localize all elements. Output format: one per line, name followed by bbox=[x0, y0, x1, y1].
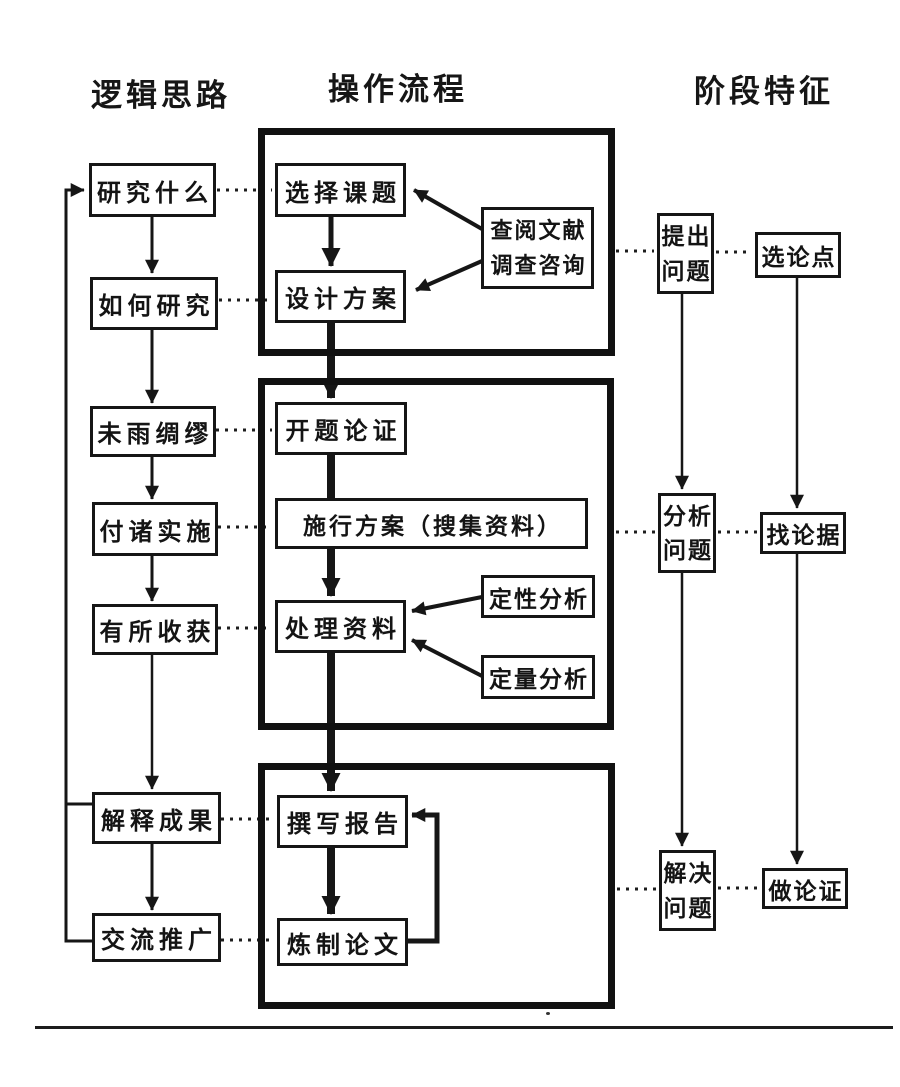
stage-box-make-argument: 做论证 bbox=[762, 868, 848, 909]
logic-box-explain-results: 解释成果 bbox=[92, 792, 221, 844]
stage1-container bbox=[258, 128, 615, 356]
process-box-process-data: 处理资料 bbox=[275, 600, 406, 653]
stage-box-solve-question: 解决 问题 bbox=[659, 850, 716, 931]
process-box-implement-plan: 施行方案（搜集资料） bbox=[275, 498, 588, 549]
process-box-quantitative: 定量分析 bbox=[481, 655, 595, 699]
raise-question-line-2: 问题 bbox=[661, 257, 712, 284]
stage-box-raise-question: 提出 问题 bbox=[657, 213, 714, 294]
logic-box-share-promote: 交流推广 bbox=[92, 913, 221, 962]
process-box-proposal-defense: 开题论证 bbox=[275, 402, 407, 455]
literature-line-2: 调查咨询 bbox=[490, 253, 587, 278]
column-header-stage: 阶段特征 bbox=[694, 74, 834, 109]
stage-box-analyze-question: 分析 问题 bbox=[658, 493, 716, 573]
literature-line-1: 查阅文献 bbox=[490, 217, 587, 243]
process-box-literature: 查阅文献 调查咨询 bbox=[481, 207, 594, 289]
process-box-qualitative: 定性分析 bbox=[481, 575, 595, 618]
analyze-question-line-1: 分析 bbox=[663, 502, 713, 529]
stage-box-choose-point: 选论点 bbox=[755, 232, 841, 278]
feedback-loop-left bbox=[64, 183, 92, 943]
analyze-question-line-2: 问题 bbox=[663, 537, 713, 563]
logic-box-implement: 付诸实施 bbox=[92, 502, 218, 556]
process-box-refine-paper: 炼制论文 bbox=[277, 918, 408, 966]
stage-box-find-evidence: 找论据 bbox=[760, 512, 846, 554]
column-header-process: 操作流程 bbox=[328, 72, 468, 107]
column-header-logic: 逻辑思路 bbox=[91, 78, 231, 113]
stage3-container bbox=[258, 763, 615, 1009]
logic-box-prepare: 未雨绸缪 bbox=[90, 406, 216, 457]
logic-box-research-what: 研究什么 bbox=[89, 163, 216, 217]
stage2-container bbox=[258, 378, 614, 730]
process-box-select-topic: 选择课题 bbox=[275, 163, 406, 217]
process-box-write-report: 撰写报告 bbox=[277, 795, 408, 848]
logic-box-gain: 有所收获 bbox=[92, 604, 218, 655]
process-box-design-plan: 设计方案 bbox=[275, 270, 406, 323]
raise-question-line-1: 提出 bbox=[661, 223, 712, 249]
bottom-page-rule bbox=[35, 1026, 893, 1029]
logic-box-how-research: 如何研究 bbox=[90, 277, 218, 330]
solve-question-line-1: 解决 bbox=[663, 860, 714, 886]
solve-question-line-2: 问题 bbox=[663, 894, 714, 921]
scan-speck bbox=[546, 1012, 550, 1015]
